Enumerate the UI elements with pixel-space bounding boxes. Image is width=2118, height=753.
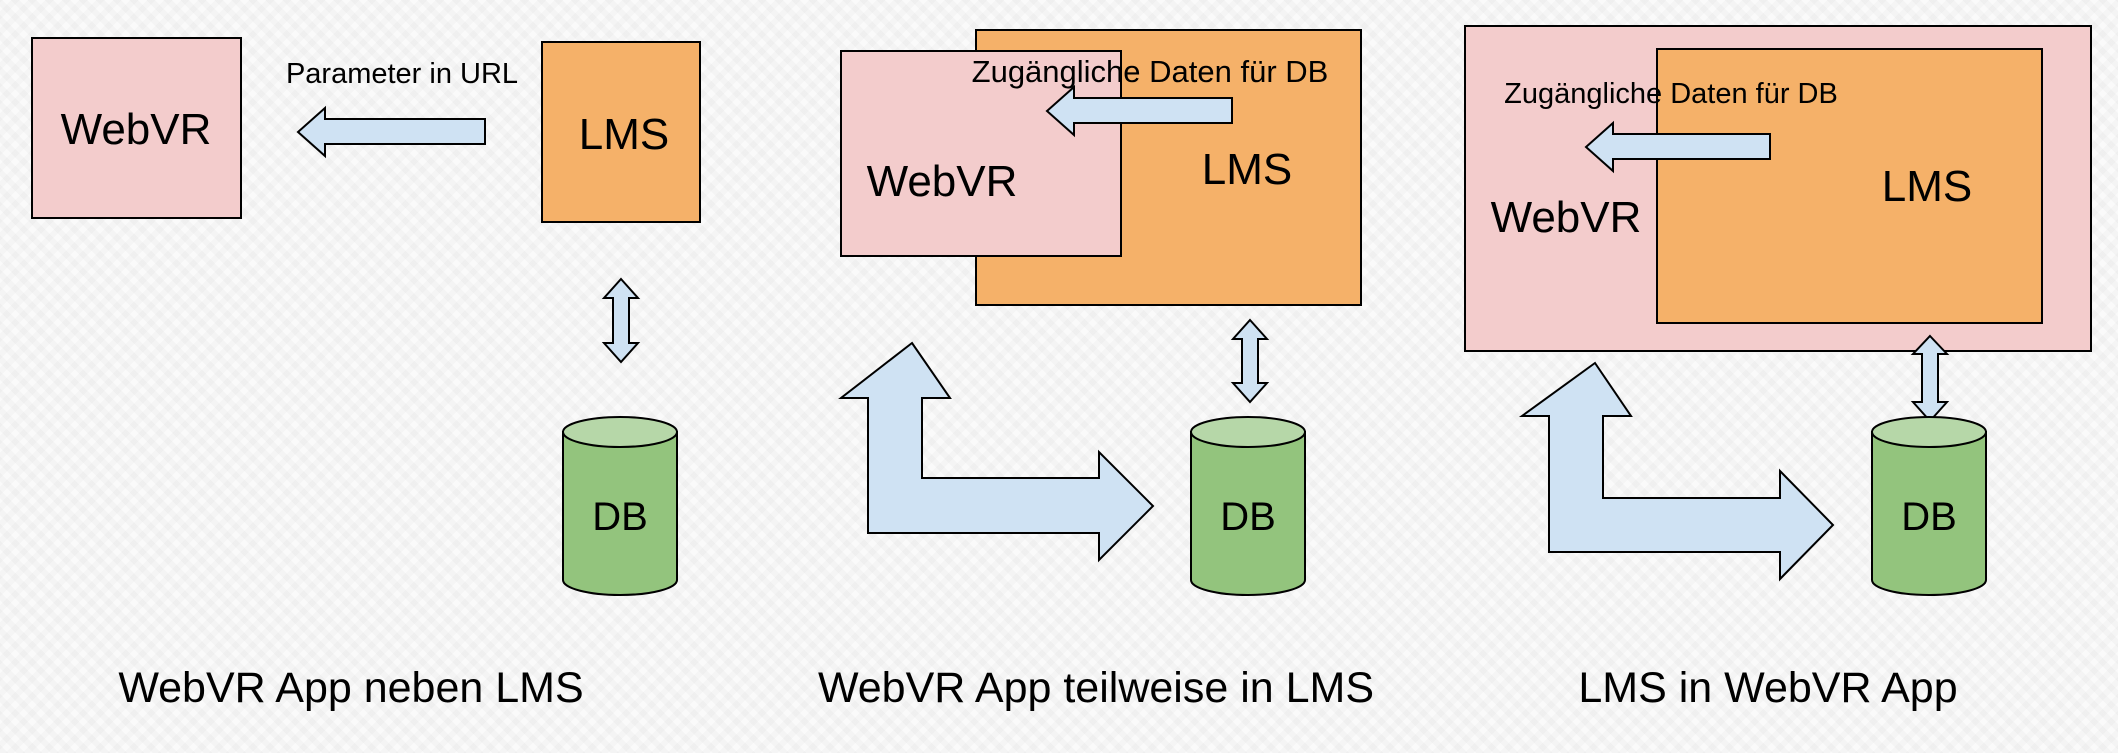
- db-cylinder-top: [1190, 416, 1306, 448]
- data-flow-arrow: [1045, 84, 1233, 138]
- lms-box: [1656, 48, 2043, 324]
- panel-3: WebVR LMS Zugängliche Daten für DB DB LM…: [1464, 25, 2092, 712]
- panel-caption: WebVR App teilweise in LMS: [818, 664, 1374, 712]
- lms-box: [541, 41, 701, 223]
- data-flow-arrow: [1584, 120, 1771, 174]
- arrow-label: Zugängliche Daten für DB: [1504, 78, 1838, 110]
- lms-db-connector: [1230, 318, 1270, 404]
- panel-caption: WebVR App neben LMS: [118, 664, 583, 712]
- db-cylinder-top: [562, 416, 678, 448]
- db-label: DB: [1220, 495, 1276, 539]
- webvr-box: [840, 50, 1122, 257]
- panel-2: LMS WebVR Zugängliche Daten für DB DB We…: [818, 29, 1374, 712]
- db-label: DB: [592, 495, 648, 539]
- data-flow-arrow: [296, 105, 486, 159]
- lms-label: LMS: [1882, 162, 1972, 211]
- panel-caption: LMS in WebVR App: [1578, 664, 1957, 712]
- webvr-label: WebVR: [1491, 193, 1642, 242]
- lms-label: LMS: [579, 110, 669, 159]
- lms-db-connector: [601, 277, 641, 364]
- lms-db-connector: [1910, 334, 1950, 423]
- lms-label: LMS: [1202, 145, 1292, 194]
- arrow-label: Parameter in URL: [286, 58, 518, 90]
- webvr-db-elbow-arrow: [838, 341, 1155, 563]
- db-cylinder-body: [1190, 431, 1306, 596]
- db-cylinder-top: [1871, 416, 1987, 448]
- webvr-box: [31, 37, 242, 219]
- db-label: DB: [1901, 495, 1957, 539]
- db-cylinder-body: [1871, 431, 1987, 596]
- webvr-label: WebVR: [867, 157, 1018, 206]
- webvr-db-elbow-arrow: [1518, 361, 1835, 582]
- panel-1: WebVR LMS Parameter in URL DB WebVR App …: [31, 37, 701, 712]
- webvr-label: WebVR: [61, 105, 212, 154]
- db-cylinder-body: [562, 431, 678, 596]
- arrow-label: Zugängliche Daten für DB: [972, 54, 1329, 89]
